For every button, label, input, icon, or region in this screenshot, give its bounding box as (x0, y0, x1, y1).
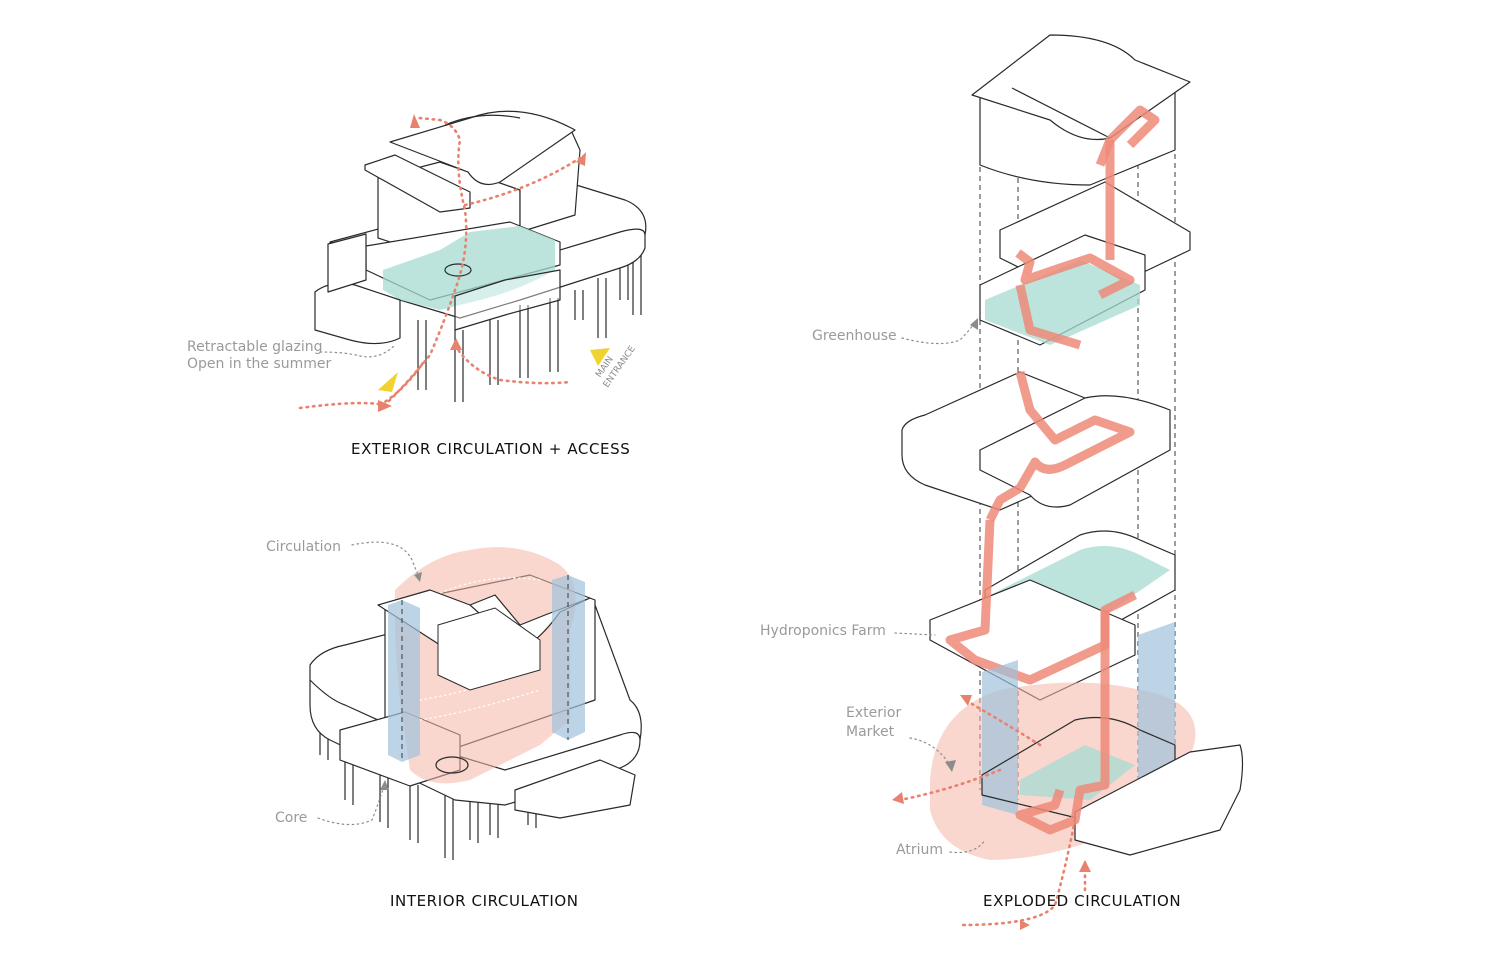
green-area (383, 226, 555, 310)
circulation-label: Circulation (266, 539, 341, 555)
core-tower (982, 660, 1018, 815)
hydroponics-label: Hydroponics Farm (760, 623, 886, 639)
columns (417, 255, 642, 402)
core-tower (1138, 622, 1175, 790)
upper-roof (389, 110, 576, 185)
interior-title: INTERIOR CIRCULATION (390, 892, 579, 910)
exterior-market-label-2: Market (846, 724, 895, 740)
interior-circulation-diagram: Circulation Core INTERIOR CIRCULATION (266, 539, 642, 910)
exploded-circulation-diagram: Greenhouse Hydroponics Farm Exterior Mar… (760, 34, 1244, 930)
arrowhead-icon (378, 400, 392, 412)
core-tower (388, 600, 420, 762)
exterior-circulation-diagram: Retractable glazing Open in the summer M… (187, 110, 647, 458)
exploded-title: EXPLODED CIRCULATION (983, 892, 1181, 910)
exterior-market-label-1: Exterior (846, 705, 901, 721)
core-label: Core (275, 810, 307, 826)
glazing-label-2: Open in the summer (187, 356, 332, 372)
entrance-triangle-icon (378, 372, 398, 392)
greenhouse-floor (985, 260, 1140, 345)
atrium-label: Atrium (896, 842, 943, 858)
greenhouse-label: Greenhouse (812, 328, 897, 344)
entrance-triangle-icon (590, 348, 610, 366)
exterior-title: EXTERIOR CIRCULATION + ACCESS (351, 440, 630, 458)
glazing-label-1: Retractable glazing (187, 339, 323, 355)
